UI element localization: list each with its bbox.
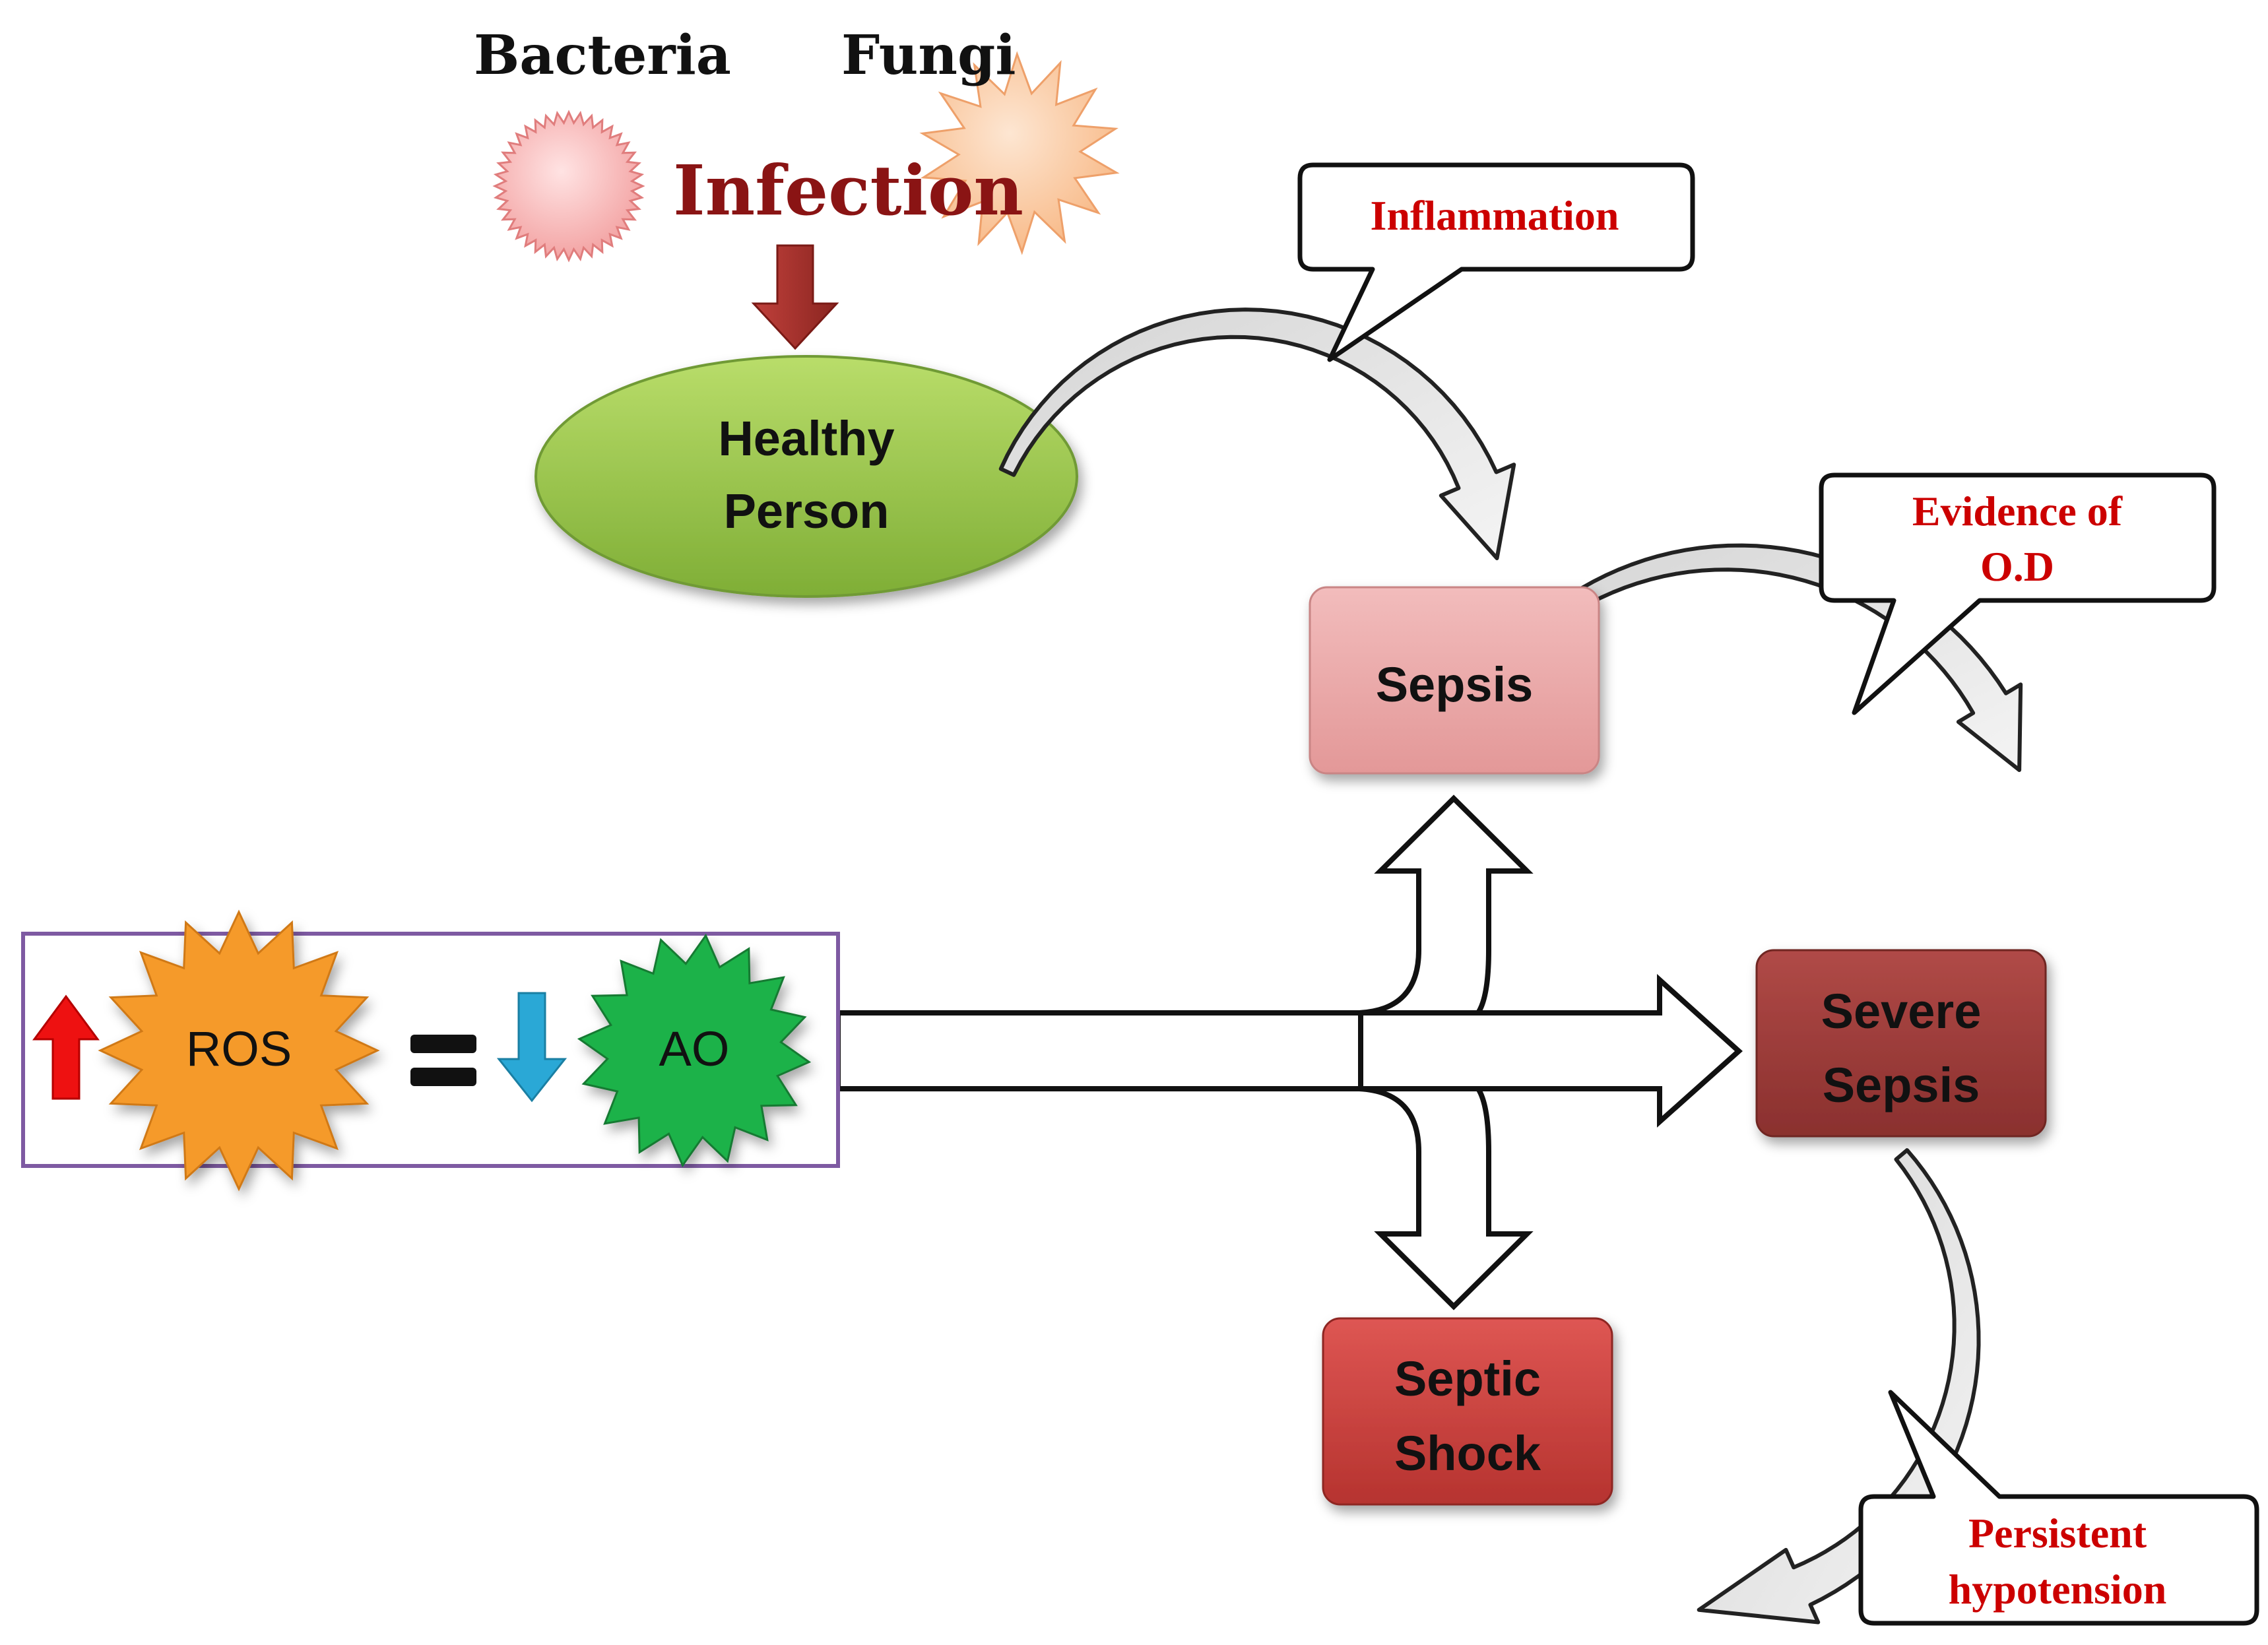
block-arrow-right-to-severe-sepsis xyxy=(835,974,1743,1128)
sepsis-label: Sepsis xyxy=(1376,657,1534,712)
healthy-person-line-1: Healthy xyxy=(718,411,894,466)
evidence-label-line-2: O.D xyxy=(1980,543,2054,590)
ros-up-arrow-icon xyxy=(32,994,100,1100)
bacteria-label: Bacteria xyxy=(474,24,731,87)
bacteria-icon xyxy=(492,110,645,263)
fungi-label: Fungi xyxy=(841,24,1016,87)
main-block-arrows xyxy=(835,794,1743,1310)
equals-sign: = xyxy=(0,0,476,1086)
pathogens-group: Bacteria Fungi Infection xyxy=(474,24,1120,350)
block-arrow-down-to-septic-shock xyxy=(1359,1086,1534,1310)
infection-down-arrow xyxy=(751,244,839,350)
evidence-label-line-1: Evidence of xyxy=(1912,488,2123,534)
septic-shock-node: Septic Shock xyxy=(1322,1317,1613,1506)
arc-arrow-to-sepsis xyxy=(998,307,1516,561)
hypotension-label-line-2: hypotension xyxy=(1949,1566,2167,1613)
block-arrow-up-to-sepsis xyxy=(1359,794,1534,1016)
severe-sepsis-line-2: Sepsis xyxy=(1823,1058,1980,1113)
callout-evidence-of-od: Evidence of O.D xyxy=(1819,472,2217,715)
callout-persistent-hypotension: Persistent hypotension xyxy=(1858,1390,2259,1626)
ao-burst-icon xyxy=(577,933,812,1168)
ao-label: AO xyxy=(659,1021,730,1076)
equals-text: = xyxy=(0,0,1,1)
infection-label: Infection xyxy=(673,150,1023,231)
severe-sepsis-line-1: Severe xyxy=(1821,984,1982,1039)
fungi-icon xyxy=(919,51,1120,255)
callout-inflammation: Inflammation xyxy=(1297,162,1695,362)
inflammation-label: Inflammation xyxy=(1371,192,1619,239)
ros-burst-icon xyxy=(98,909,380,1192)
septic-shock-line-1: Septic xyxy=(1394,1351,1541,1406)
healthy-person-line-2: Person xyxy=(724,484,890,538)
hypotension-label-line-1: Persistent xyxy=(1968,1510,2147,1557)
ros-ao-legend: ROS = AO xyxy=(0,0,840,1192)
healthy-person-node: Healthy Person xyxy=(535,355,1078,598)
septic-shock-line-2: Shock xyxy=(1394,1426,1541,1481)
ros-label: ROS xyxy=(186,1021,292,1076)
severe-sepsis-node: Severe Sepsis xyxy=(1755,949,2047,1138)
sepsis-node: Sepsis xyxy=(1309,586,1600,775)
ao-down-arrow-icon xyxy=(496,992,567,1103)
